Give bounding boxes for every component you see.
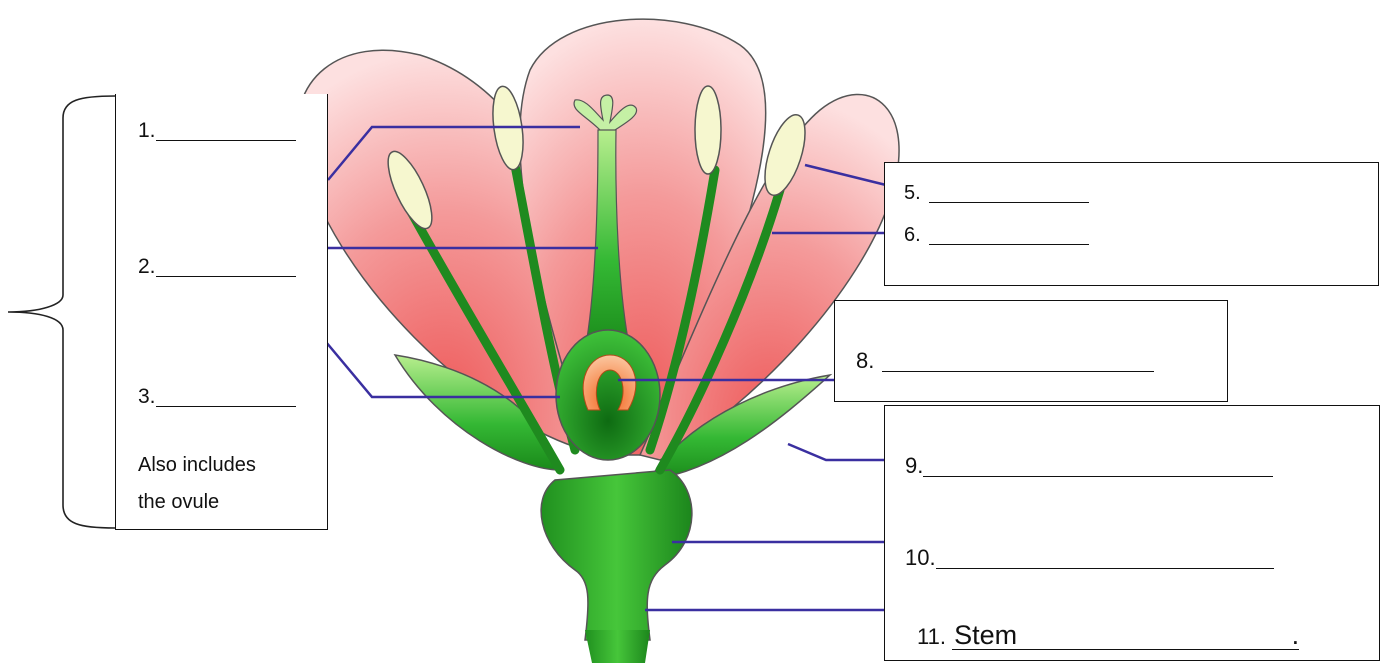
label-8-number: 8.	[856, 348, 874, 373]
answer-blank-8[interactable]	[882, 351, 1154, 372]
label-11: 11. Stem.	[917, 622, 1299, 650]
label-5: 5.	[904, 182, 1089, 203]
label-3-number: 3.	[138, 385, 156, 408]
ovule-note-line-2: the ovule	[138, 488, 256, 517]
label-2: 2.	[138, 256, 296, 277]
answer-blank-2[interactable]	[156, 256, 296, 277]
answer-blank-3[interactable]	[156, 386, 296, 407]
label-10: 10.	[905, 547, 1274, 569]
label-11-answer-field[interactable]: Stem.	[952, 622, 1299, 650]
stem	[585, 630, 650, 663]
label-11-period: .	[1292, 622, 1300, 649]
label-3: 3.	[138, 386, 296, 407]
label-1-number: 1.	[138, 119, 156, 142]
ovary	[556, 330, 660, 460]
answer-blank-6[interactable]	[929, 224, 1089, 245]
stem-receptacle	[541, 470, 692, 663]
label-11-number: 11.	[917, 624, 946, 649]
label-5-number: 5.	[904, 182, 921, 204]
label-11-answer: Stem	[954, 620, 1017, 650]
ovule-note: Also includes the ovule	[138, 451, 256, 517]
label-8: 8.	[856, 350, 1154, 372]
label-6-number: 6.	[904, 224, 921, 246]
label-9: 9.	[905, 455, 1273, 477]
left-brace	[8, 96, 115, 528]
answer-blank-9[interactable]	[923, 456, 1273, 477]
label-1: 1.	[138, 120, 296, 141]
ovule-note-line-1: Also includes	[138, 451, 256, 480]
leader-line-9	[788, 444, 886, 460]
label-6: 6.	[904, 224, 1089, 245]
receptacle	[541, 470, 692, 640]
answer-blank-1[interactable]	[156, 120, 296, 141]
answer-blank-5[interactable]	[929, 182, 1089, 203]
label-2-number: 2.	[138, 255, 156, 278]
label-10-number: 10.	[905, 545, 936, 570]
label-9-number: 9.	[905, 453, 923, 478]
answer-blank-10[interactable]	[936, 548, 1274, 569]
